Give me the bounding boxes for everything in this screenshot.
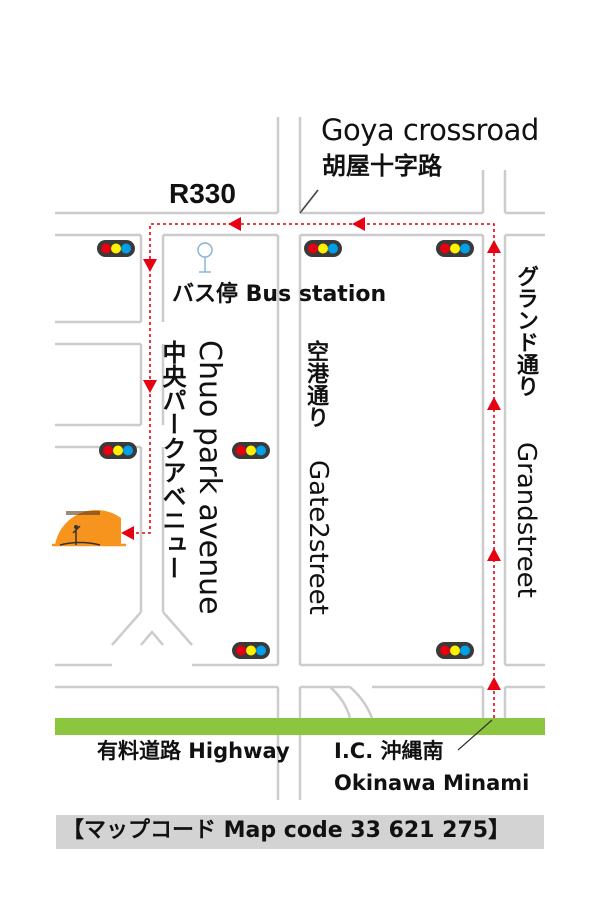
okinawa-minami-label: Okinawa Minami	[334, 771, 530, 795]
route-330-label: R330	[169, 178, 236, 209]
traffic-light-icon	[99, 442, 137, 459]
road-network	[55, 117, 545, 800]
bus-stop-icon	[197, 242, 213, 273]
traffic-lights	[97, 240, 474, 659]
route-arrow-icon	[487, 397, 501, 410]
destination-logo-icon	[52, 510, 126, 547]
traffic-light-icon	[436, 240, 474, 257]
chuo-park-avenue-jp-label: 中央パークアベニュー	[158, 340, 186, 580]
chuo-park-avenue-label: Chuo park avenue	[192, 340, 227, 615]
leader-lines	[299, 189, 493, 751]
route-arrow-icon	[352, 217, 365, 231]
interchange-label: I.C. 沖縄南	[334, 739, 444, 763]
goya-crossroad-label: Goya crossroad	[321, 113, 539, 147]
route-arrow-icon	[121, 526, 134, 540]
traffic-light-icon	[232, 642, 270, 659]
traffic-light-icon	[97, 240, 135, 257]
traffic-light-icon	[436, 642, 474, 659]
gate2-street-jp-label: 空港通り	[303, 340, 328, 428]
highway-label: 有料道路 Highway	[97, 739, 290, 763]
traffic-light-icon	[232, 442, 270, 459]
grand-street-label: Grandstreet	[511, 442, 541, 598]
goya-crossroad-jp-label: 胡屋十字路	[322, 152, 442, 180]
map-code-bar: 【マップコード Map code 33 621 275】	[56, 815, 544, 849]
route-arrow-icon	[487, 240, 501, 253]
highway-band	[55, 718, 545, 735]
route-arrow-icon	[487, 548, 501, 561]
route-path	[135, 223, 495, 718]
route-arrows	[121, 217, 501, 690]
route-arrow-icon	[143, 259, 157, 272]
route-arrow-icon	[487, 677, 501, 690]
map-code-text: 【マップコード Map code 33 621 275】	[62, 818, 511, 843]
gate2-street-label: Gate2street	[303, 460, 333, 615]
traffic-light-icon	[304, 240, 342, 257]
route-arrow-icon	[143, 380, 157, 393]
bus-station-label: バス停 Bus station	[172, 282, 387, 307]
grand-street-jp-label: グランド通り	[513, 265, 538, 397]
route-arrow-icon	[228, 217, 241, 231]
